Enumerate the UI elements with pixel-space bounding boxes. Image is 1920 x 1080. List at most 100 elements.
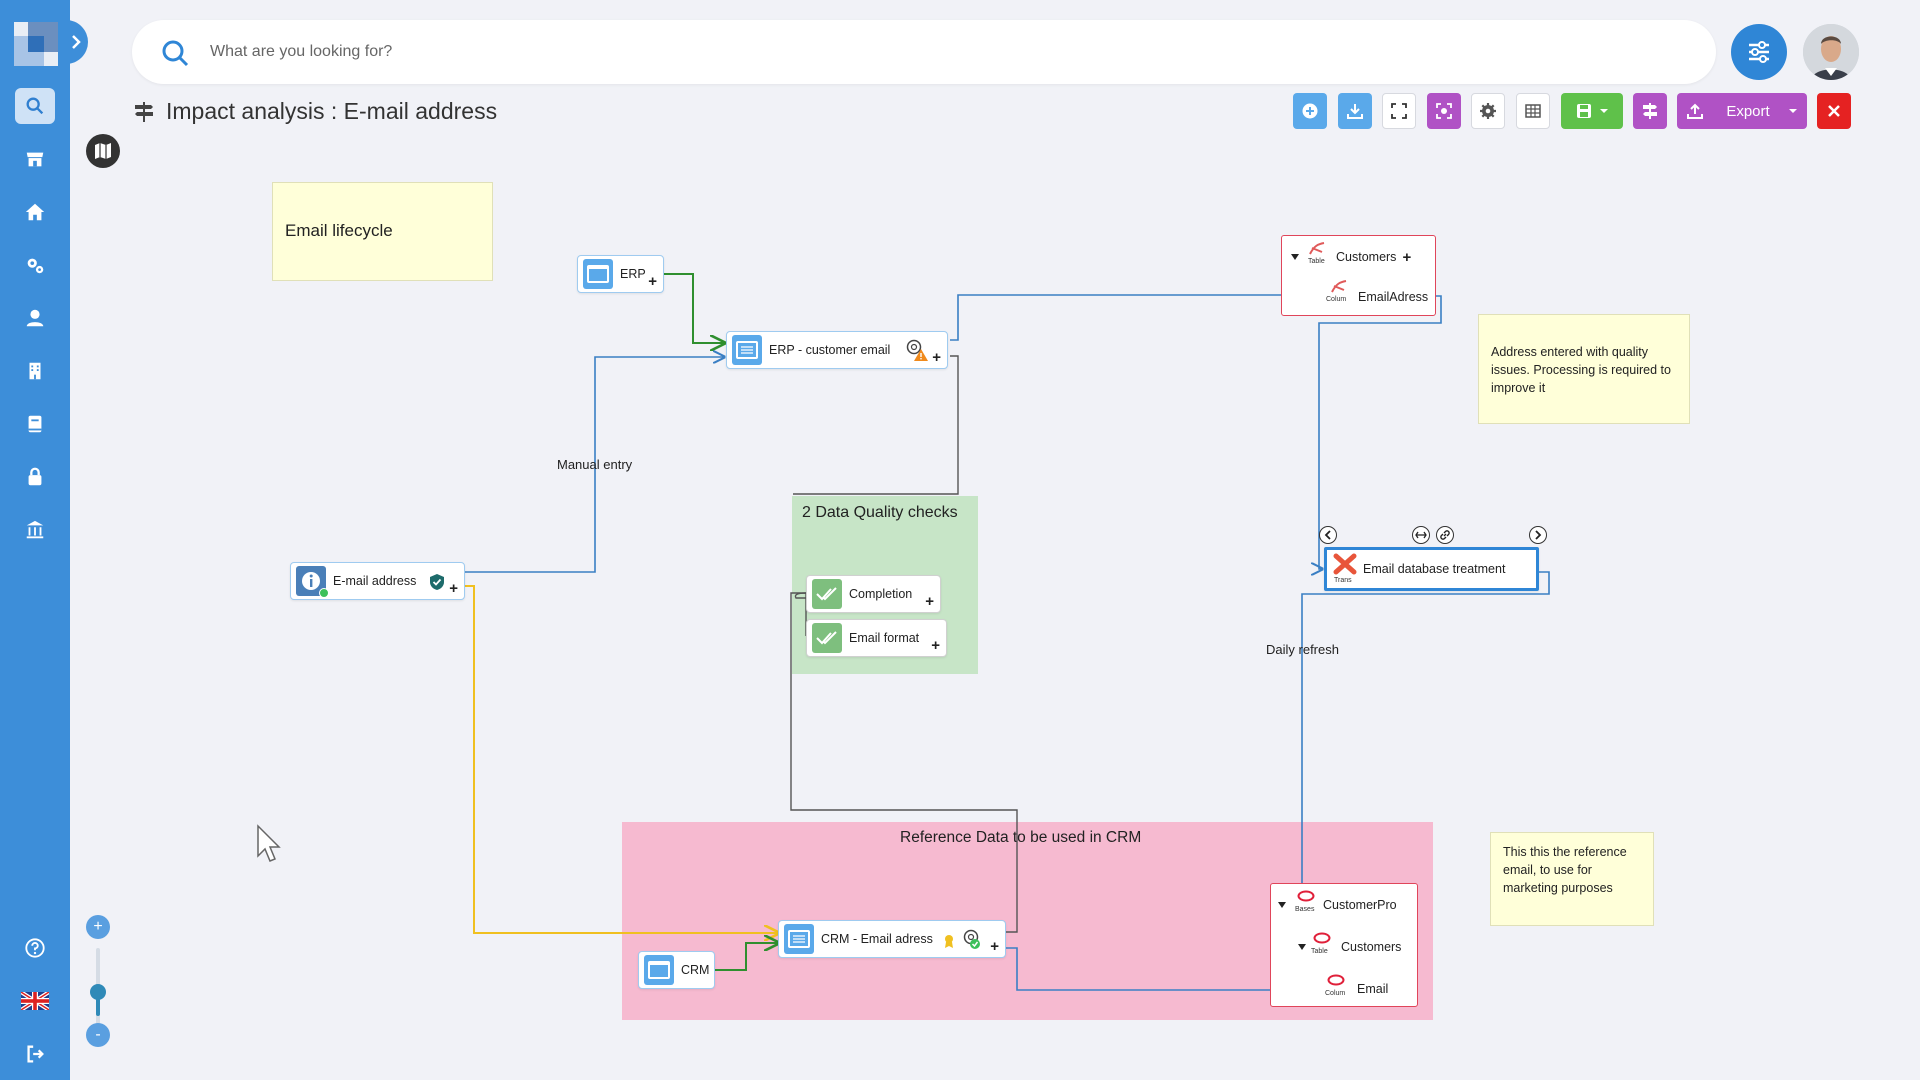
nav-users[interactable] [15, 300, 55, 336]
expand-plus-icon[interactable]: + [931, 637, 940, 654]
download-button[interactable] [1338, 93, 1372, 129]
node-email-address[interactable]: E-mail address + [290, 562, 465, 600]
search-icon[interactable] [160, 38, 190, 68]
expand-plus-icon[interactable]: + [1402, 248, 1412, 266]
type-tag: Colum [1325, 990, 1346, 997]
export-button[interactable]: Export [1677, 93, 1807, 129]
oracle-icon: Table [1309, 932, 1335, 958]
zoom-in-button[interactable]: + [86, 915, 110, 939]
note-text: Address entered with quality issues. Pro… [1491, 345, 1671, 396]
grid-view-button[interactable] [1516, 93, 1550, 129]
upload-icon [1687, 103, 1704, 119]
zoom-out-button[interactable]: - [86, 1023, 110, 1047]
lineage-button[interactable] [1633, 93, 1667, 129]
base-label: CustomerPro [1323, 898, 1397, 912]
quality-warning-icon [906, 339, 928, 361]
column-row[interactable]: Colum EmailAdress [1326, 280, 1428, 308]
filters-button[interactable] [1731, 24, 1787, 80]
note-reference-email[interactable]: This this the reference email, to use fo… [1490, 832, 1654, 926]
resize-horizontal-icon [1415, 531, 1427, 539]
expand-plus-icon[interactable]: + [932, 349, 941, 366]
node-crm[interactable]: CRM [638, 951, 715, 989]
chevron-right-icon [1535, 530, 1542, 540]
node-label: Email database treatment [1363, 562, 1506, 576]
note-email-lifecycle[interactable]: Email lifecycle [272, 182, 493, 281]
nav-catalog[interactable] [15, 141, 55, 177]
quality-check-icon [812, 579, 842, 609]
target-icon [1436, 103, 1452, 119]
column-row[interactable]: Colum Email [1323, 974, 1389, 1000]
node-label: ERP - customer email [769, 343, 891, 357]
column-icon: Colum [1326, 280, 1352, 308]
collapse-triangle-icon[interactable] [1297, 942, 1307, 952]
fullscreen-icon [1391, 103, 1407, 119]
nav-language[interactable] [15, 983, 55, 1019]
nav-settings[interactable] [15, 247, 55, 283]
zoom-slider-fill [96, 992, 100, 1016]
node-email-format[interactable]: Email format + [806, 619, 947, 657]
lock-icon [28, 467, 42, 486]
table-row[interactable]: Table Customers + [1290, 242, 1412, 268]
collapse-triangle-icon[interactable] [1277, 900, 1287, 910]
nav-home[interactable] [15, 194, 55, 230]
nav-glossary[interactable] [15, 406, 55, 442]
focus-button[interactable] [1427, 93, 1461, 129]
add-button[interactable] [1293, 93, 1327, 129]
node-label: CRM - Email adress [821, 932, 933, 946]
caret-down-icon [1600, 109, 1608, 113]
node-email-database-treatment[interactable]: Trans Email database treatment [1324, 547, 1539, 591]
signpost-icon [135, 102, 153, 122]
nav-governance[interactable] [15, 512, 55, 548]
edge-erp-customer-email-to-customers [950, 295, 1305, 341]
node-crm-email-address[interactable]: CRM - Email adress + [778, 920, 1006, 958]
help-icon [25, 938, 45, 958]
note-quality-issues[interactable]: Address entered with quality issues. Pro… [1478, 314, 1690, 424]
nav-security[interactable] [15, 459, 55, 495]
expand-plus-icon[interactable]: + [648, 273, 657, 290]
save-button[interactable] [1561, 93, 1623, 129]
expand-plus-icon[interactable]: + [990, 938, 999, 955]
user-icon [26, 309, 44, 327]
app-logo[interactable] [14, 22, 58, 66]
nav-logout[interactable] [15, 1036, 55, 1072]
link-button[interactable] [1436, 526, 1454, 544]
collapse-triangle-icon[interactable] [1290, 252, 1300, 262]
base-row[interactable]: Bases CustomerPro [1277, 890, 1397, 916]
collapse-left-button[interactable] [1319, 526, 1337, 544]
minimap-button[interactable] [86, 134, 120, 168]
zoom-slider-thumb[interactable] [90, 984, 106, 1000]
edge-label-daily-refresh: Daily refresh [1266, 642, 1339, 657]
table-customerpro[interactable]: Bases CustomerPro Table Customers Colum … [1270, 883, 1418, 1007]
type-tag: Table [1311, 948, 1328, 955]
close-icon [1828, 105, 1840, 117]
search-input[interactable] [210, 36, 1610, 68]
node-erp[interactable]: ERP + [577, 255, 664, 293]
gears-icon [27, 258, 44, 274]
avatar[interactable] [1803, 24, 1859, 80]
type-tag: Trans [1334, 577, 1352, 584]
node-erp-customer-email[interactable]: ERP - customer email + [726, 331, 948, 369]
quality-check-icon [812, 623, 842, 653]
nav-search[interactable] [15, 88, 55, 124]
resize-button[interactable] [1412, 526, 1430, 544]
fullscreen-button[interactable] [1382, 93, 1416, 129]
node-completion[interactable]: Completion + [806, 575, 941, 613]
nav-organization[interactable] [15, 353, 55, 389]
expand-plus-icon[interactable]: + [925, 593, 934, 610]
close-button[interactable] [1817, 93, 1851, 129]
nav-help[interactable] [15, 930, 55, 966]
edge-email-to-crm-email [465, 585, 778, 933]
signpost-icon [1643, 103, 1657, 119]
table-row[interactable]: Table Customers [1297, 932, 1401, 958]
export-label: Export [1726, 102, 1770, 120]
save-icon [1577, 104, 1591, 118]
mouse-cursor-icon [257, 824, 281, 862]
expand-plus-icon[interactable]: + [449, 580, 458, 597]
book-icon [28, 415, 42, 433]
table-customers-erp[interactable]: Table Customers + Colum EmailAdress [1281, 235, 1436, 316]
expand-right-button[interactable] [1529, 526, 1547, 544]
settings-button[interactable] [1471, 93, 1505, 129]
column-label: Email [1357, 982, 1389, 996]
node-label: Email format [849, 631, 920, 645]
